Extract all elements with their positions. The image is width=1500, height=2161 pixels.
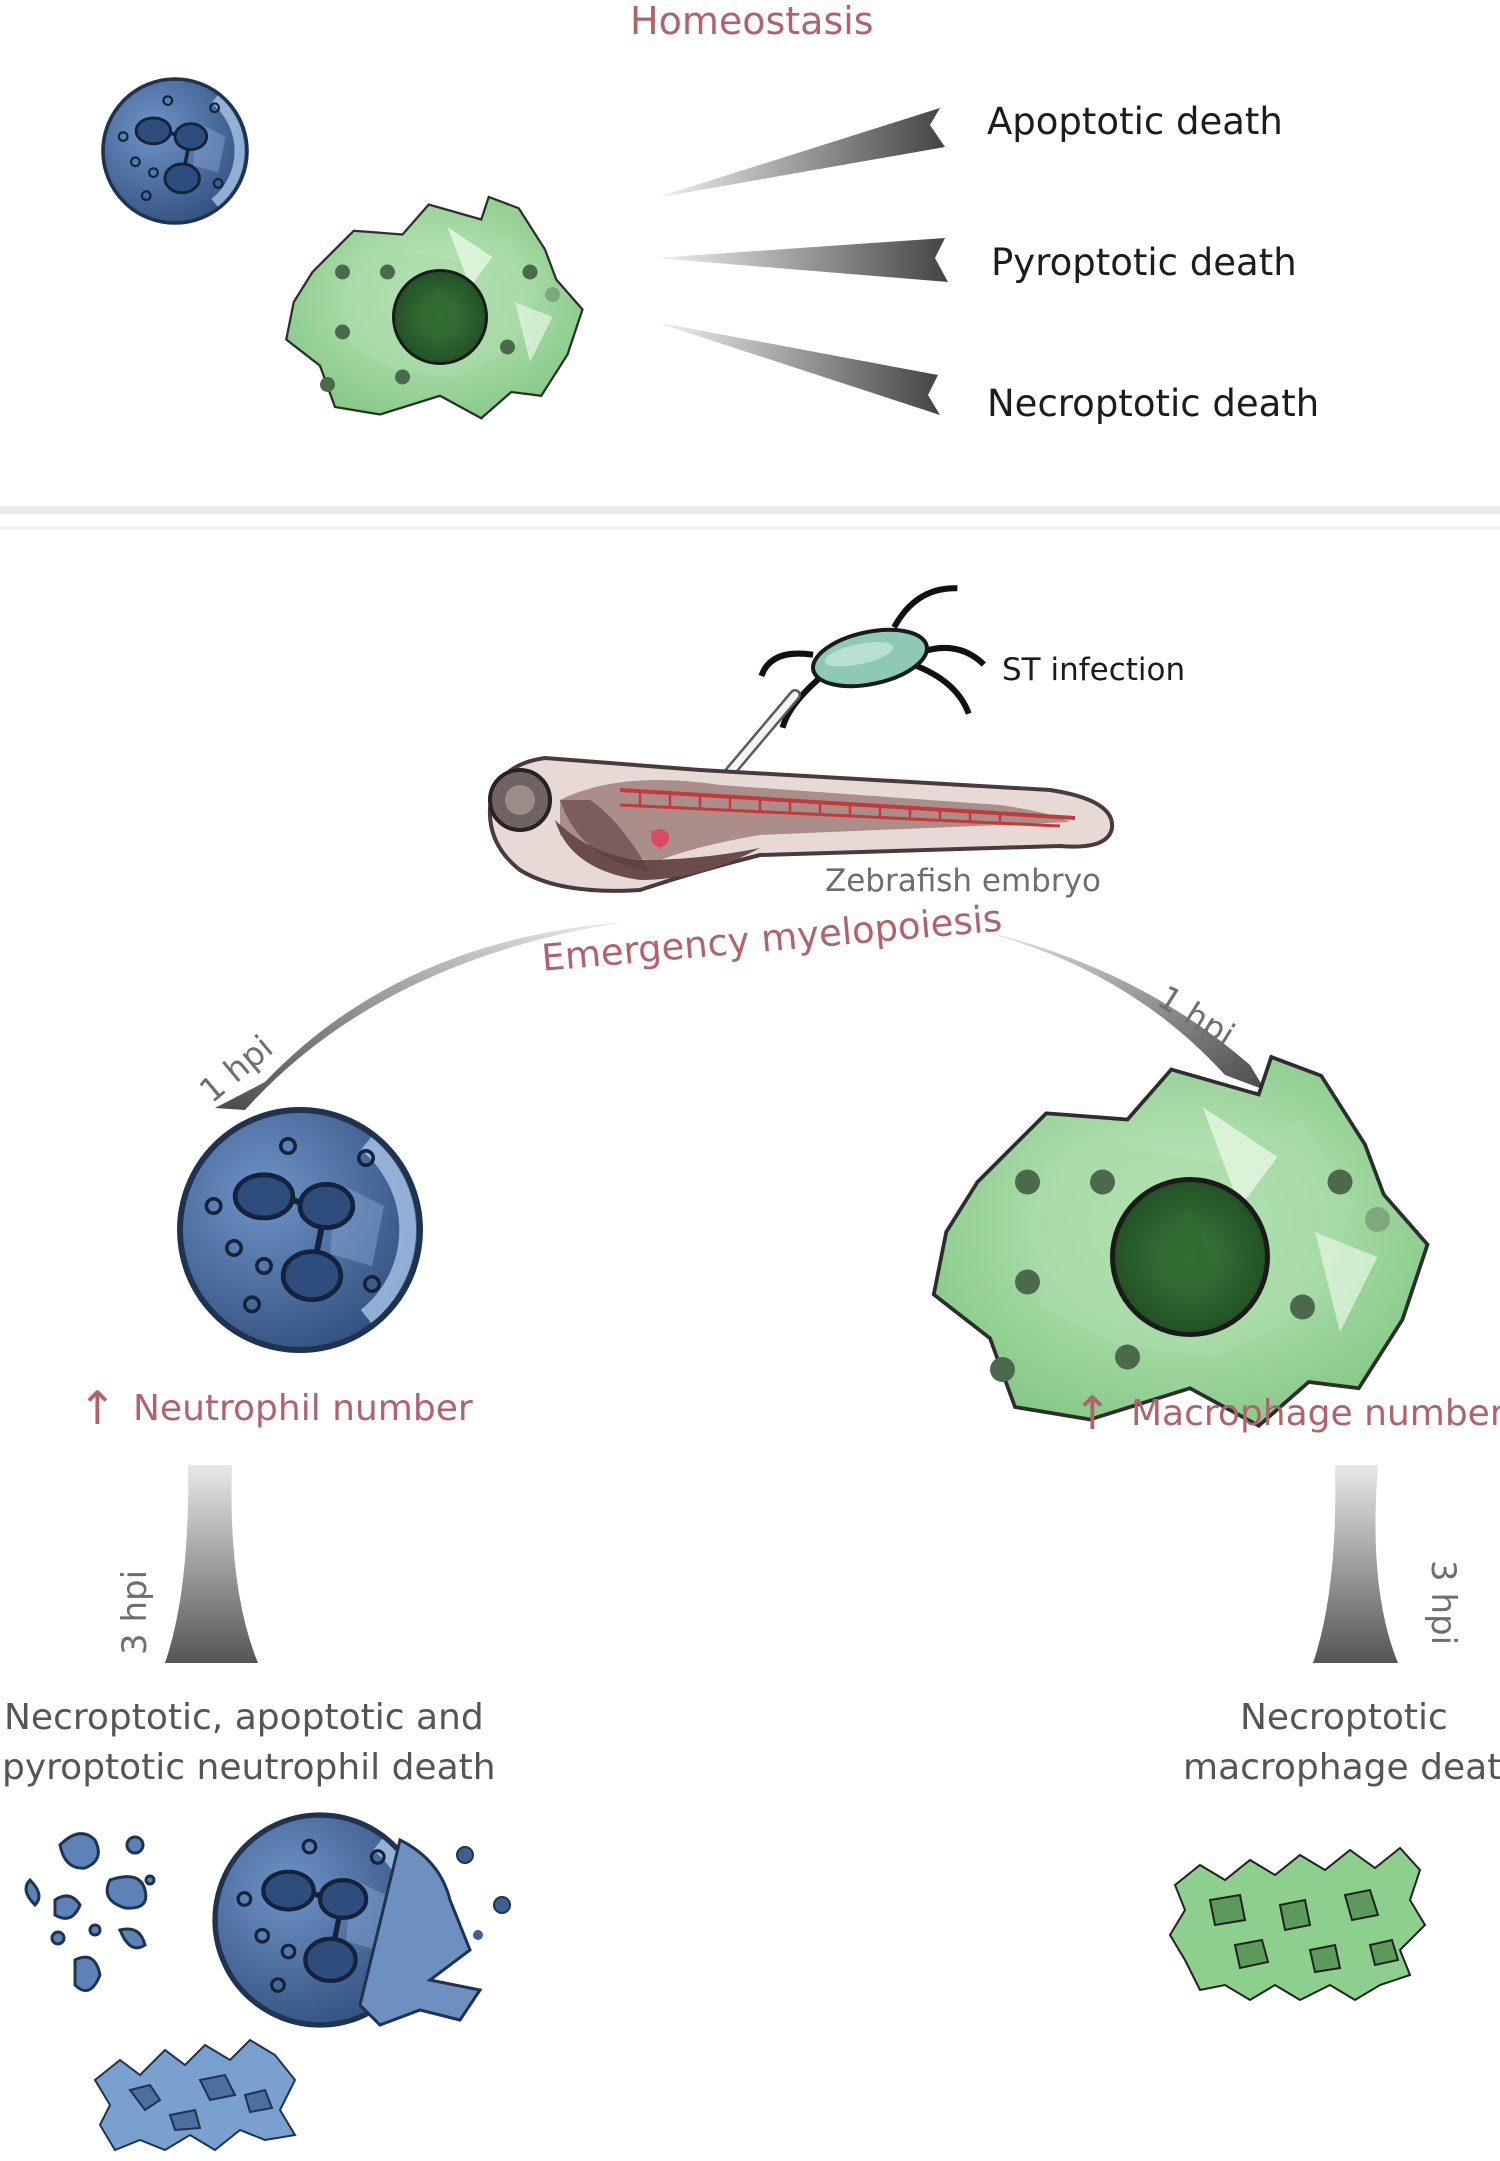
curve-arrow-left — [215, 922, 625, 1110]
st-infection-label: ST infection — [1002, 652, 1186, 688]
bacterium-icon — [758, 585, 986, 729]
homeostasis-macrophage-icon — [284, 195, 584, 420]
pyroptotic-death-label: Pyroptotic death — [991, 241, 1297, 284]
zebrafish-embryo-icon — [487, 755, 1115, 893]
macrophage-number-label: Macrophage number — [1131, 1393, 1500, 1434]
macrophage-death-label-line1: Necroptotic — [1240, 1697, 1448, 1738]
neutrophil-death-label-line1: Necroptotic, apoptotic and — [4, 1697, 484, 1738]
down-arrow-macrophage — [1313, 1465, 1398, 1663]
neutrophil-fragments-icon — [93, 2038, 297, 2152]
neutrophil-up-arrow: ↑ — [78, 1381, 117, 1435]
hpi-3-left-label: 3 hpi — [115, 1569, 155, 1655]
curve-arrow-right — [955, 925, 1265, 1090]
macrophage-cell-icon — [934, 1057, 1428, 1426]
hpi-3-right-label: 3 hpi — [1423, 1560, 1463, 1646]
necroptotic-death-label: Necroptotic death — [987, 382, 1320, 425]
down-arrow-neutrophil — [165, 1465, 258, 1663]
wedge-arrow-necroptotic — [655, 322, 940, 415]
neutrophil-cell-icon — [180, 1110, 420, 1350]
macrophage-up-arrow: ↑ — [1073, 1386, 1112, 1440]
homeostasis-title: Homeostasis — [630, 0, 874, 43]
wedge-arrow-apoptotic — [655, 108, 945, 198]
homeostasis-neutrophil-icon — [103, 79, 247, 223]
zebrafish-embryo-label: Zebrafish embryo — [825, 863, 1101, 899]
dying-neutrophil-icon — [215, 1815, 511, 2025]
apoptotic-death-label: Apoptotic death — [987, 100, 1283, 143]
macrophage-debris-icon — [1168, 1846, 1427, 2002]
macrophage-death-label-line2: macrophage death — [1183, 1747, 1500, 1788]
wedge-arrow-pyroptotic — [655, 238, 948, 282]
neutrophil-number-label: Neutrophil number — [133, 1388, 473, 1429]
neutrophil-debris-icon — [24, 1832, 156, 1993]
neutrophil-death-label-line2: pyroptotic neutrophil death — [2, 1747, 496, 1788]
